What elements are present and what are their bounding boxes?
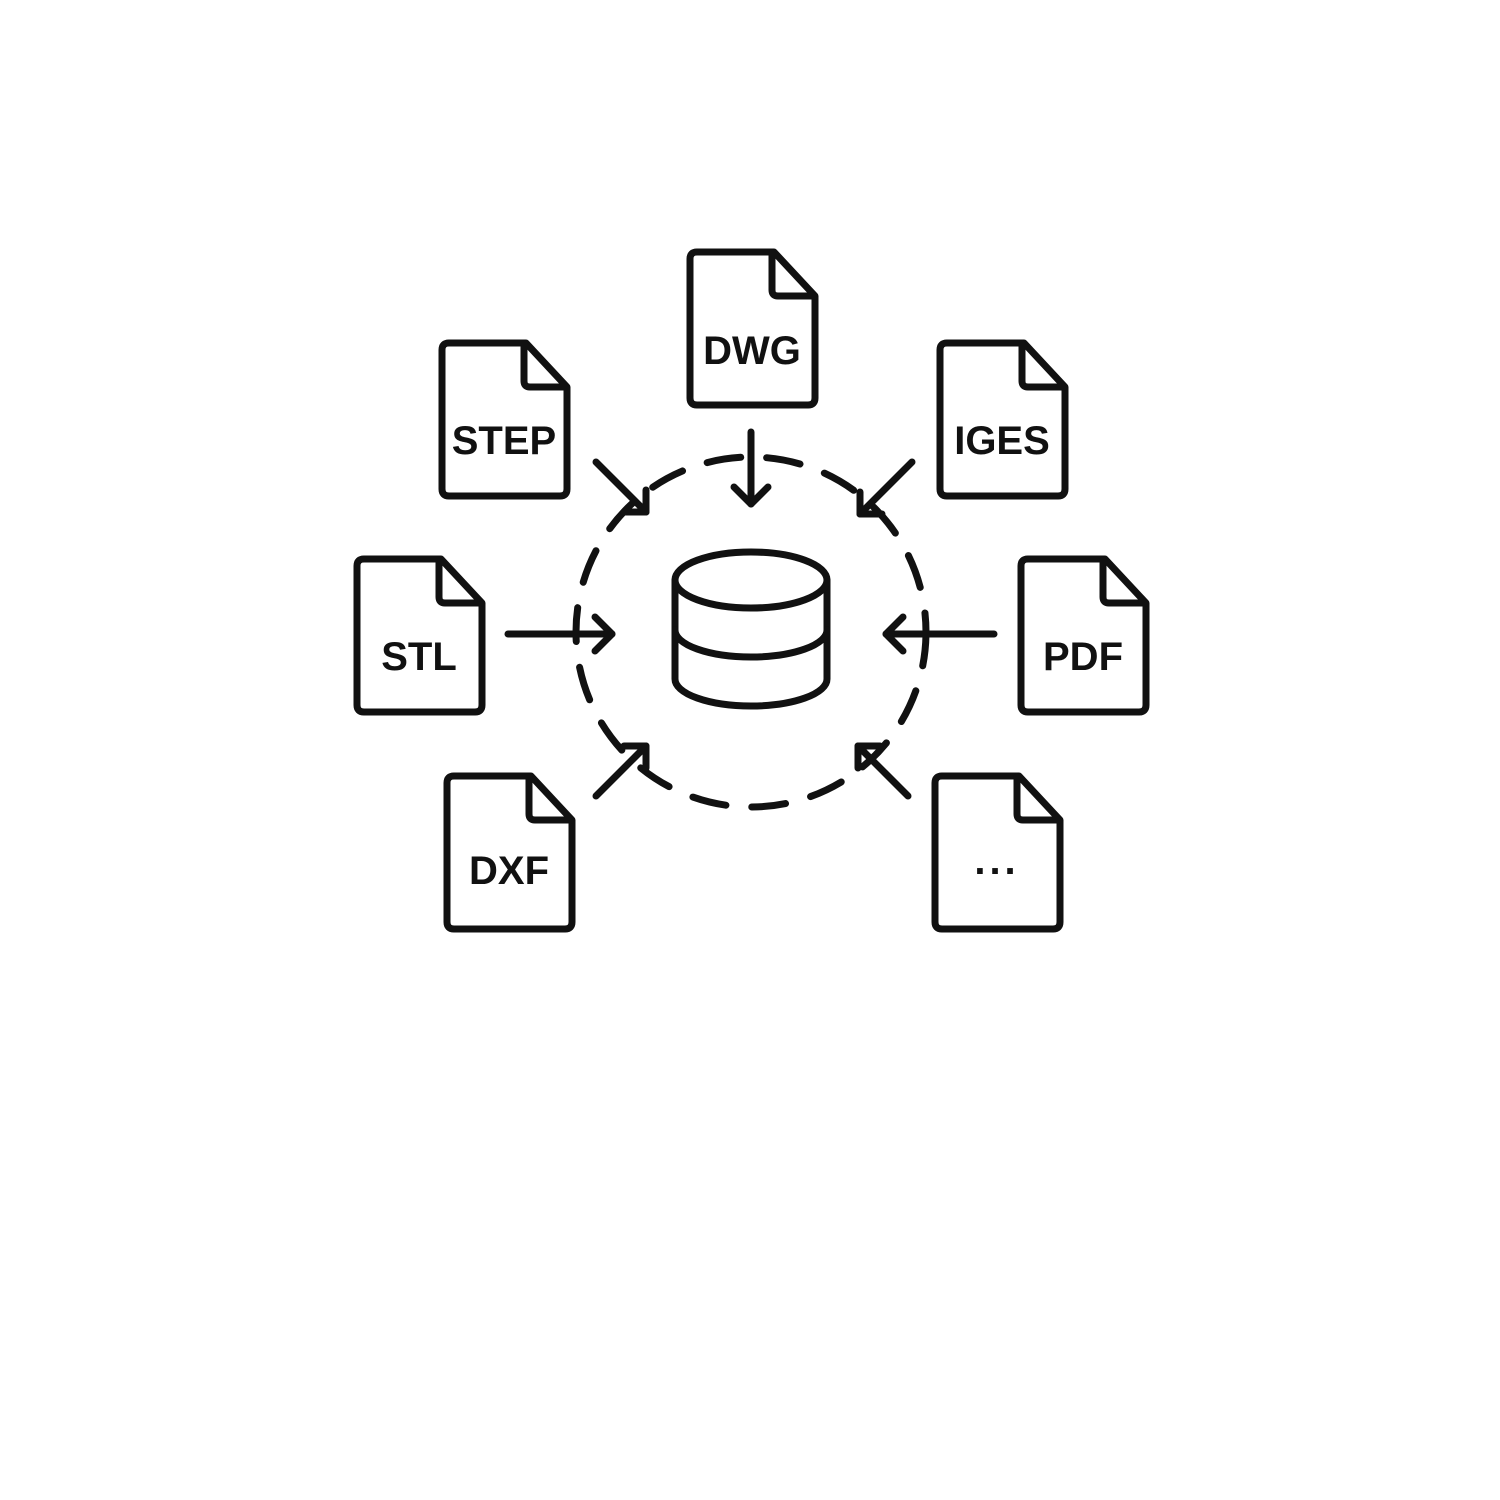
file-label-iges: IGES <box>954 419 1050 463</box>
file-label-more: ... <box>974 839 1019 883</box>
file-icon <box>936 339 1069 500</box>
file-icon <box>438 339 571 500</box>
file-iges: IGES <box>936 339 1069 500</box>
file-icon <box>443 772 576 933</box>
arrow-from-stl <box>504 613 616 655</box>
arrow-from-pdf <box>882 613 998 655</box>
file-icon <box>686 248 819 409</box>
file-icon <box>1017 555 1150 716</box>
file-label-stl: STL <box>381 635 457 679</box>
file-label-step: STEP <box>452 419 556 463</box>
file-pdf: PDF <box>1017 555 1150 716</box>
file-icon <box>353 555 486 716</box>
file-label-dxf: DXF <box>469 849 549 893</box>
file-dxf: DXF <box>443 772 576 933</box>
file-icon-fold <box>525 773 575 824</box>
file-icon <box>931 772 1064 933</box>
file-label-pdf: PDF <box>1043 635 1123 679</box>
file-more: ... <box>931 772 1064 933</box>
arrow-from-dwg <box>730 428 772 508</box>
file-label-dwg: DWG <box>703 329 801 373</box>
file-dwg: DWG <box>686 248 819 409</box>
arrow-from-more <box>854 742 912 800</box>
database-icon <box>671 548 831 710</box>
file-step: STEP <box>438 339 571 500</box>
arrow-from-step <box>592 458 650 516</box>
arrow-from-iges <box>856 458 916 518</box>
file-stl: STL <box>353 555 486 716</box>
arrow-from-dxf <box>592 742 650 800</box>
